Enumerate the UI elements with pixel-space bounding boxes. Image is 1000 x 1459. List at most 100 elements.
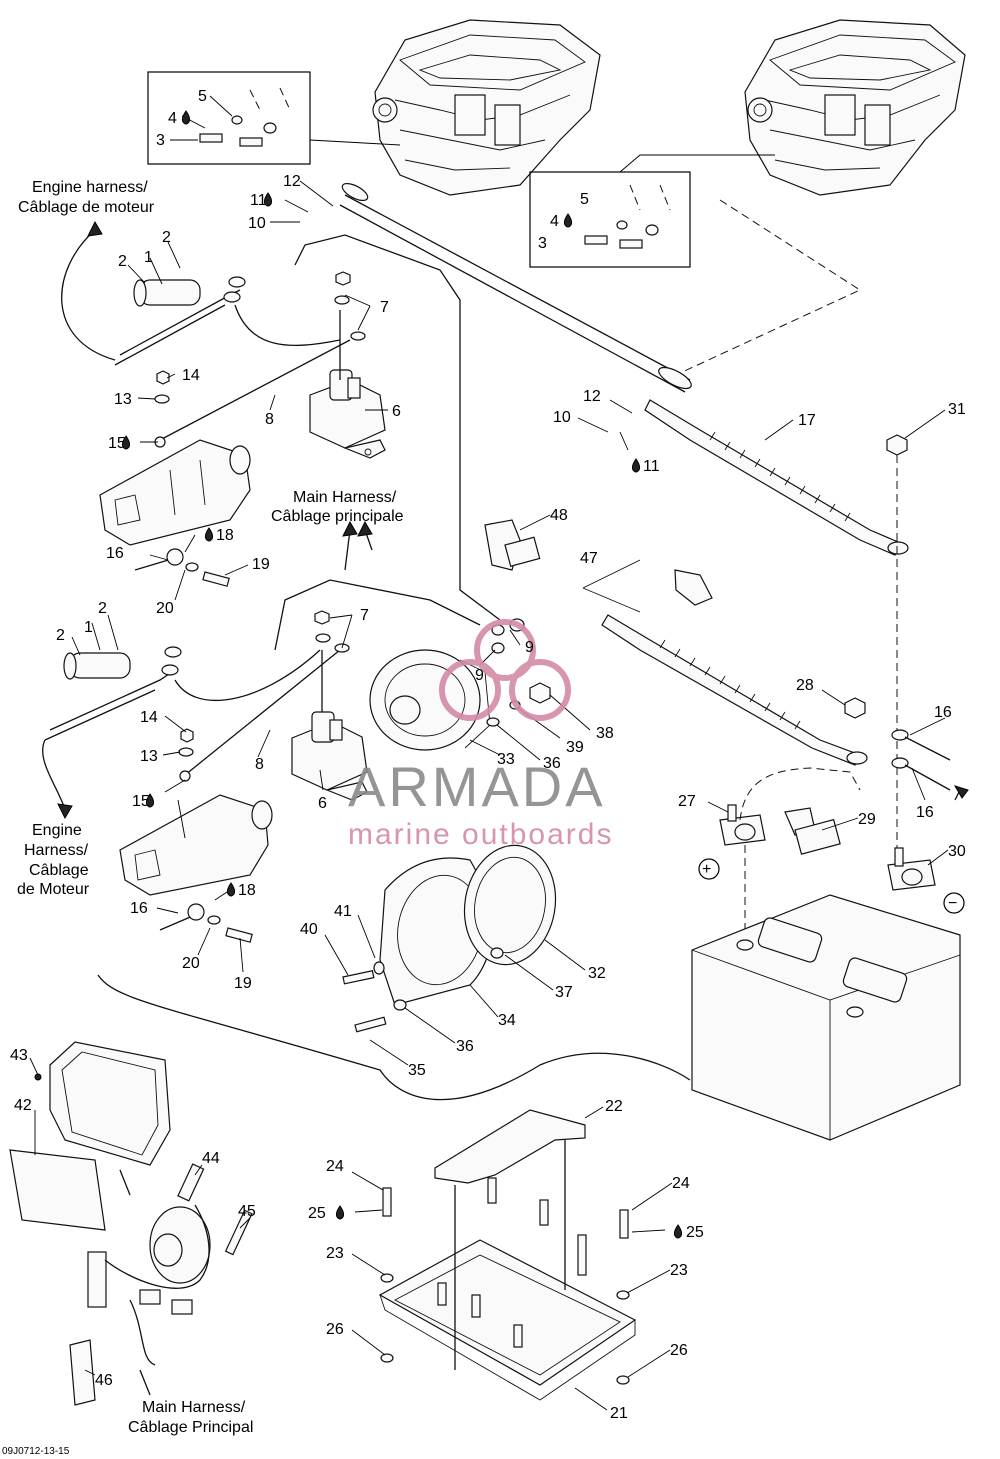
starter-motor-upper <box>99 439 251 546</box>
battery-leads-16 <box>891 729 951 791</box>
callout-47: 47 <box>580 550 598 567</box>
callout-6: 6 <box>318 795 327 812</box>
relay-harness-upper <box>114 276 341 366</box>
cable-8-upper <box>154 339 351 448</box>
main-harness-arrow-2 <box>344 529 351 571</box>
battery-cable-17 <box>644 399 909 556</box>
caption-engine-harness-top-2: Câblage de moteur <box>18 199 155 216</box>
positive-lead-dash <box>739 767 861 821</box>
battery <box>691 894 961 1141</box>
callout-5: 5 <box>198 88 207 105</box>
tray-fasteners <box>380 1187 630 1385</box>
drop-icon <box>673 1224 683 1239</box>
drawing-code: 09J0712-13-15 <box>2 1446 70 1457</box>
callout-2: 2 <box>162 229 171 246</box>
callout-41: 41 <box>334 903 352 920</box>
watermark-tagline: marine outboards <box>348 818 613 851</box>
positive-symbol: + <box>702 861 711 878</box>
callout-8: 8 <box>265 411 274 428</box>
drop-icon <box>145 793 155 808</box>
callout-39: 39 <box>566 739 584 756</box>
callout-7: 7 <box>380 299 389 316</box>
fuse-holder <box>87 1163 253 1366</box>
caption-engine-harness-left-2: Harness/ <box>24 842 89 859</box>
harness-wire-upper <box>294 234 501 621</box>
callout-17: 17 <box>798 412 816 429</box>
ground-path-line <box>664 199 862 381</box>
callout-8: 8 <box>255 756 264 773</box>
tray-rods <box>437 1140 587 1370</box>
callout-13: 13 <box>114 391 132 408</box>
callout-25: 25 <box>308 1205 326 1222</box>
callout-24: 24 <box>326 1158 344 1175</box>
drop-icon <box>204 527 214 542</box>
callout-18: 18 <box>216 527 234 544</box>
callout-15: 15 <box>132 793 150 810</box>
circuit-breaker <box>369 649 491 751</box>
watermark: ARMADA marine outboards <box>348 619 613 851</box>
callout-2: 2 <box>118 253 127 270</box>
callout-42: 42 <box>14 1097 32 1114</box>
callout-29: 29 <box>858 811 876 828</box>
drop-icon <box>121 435 131 450</box>
callout-35: 35 <box>408 1062 426 1079</box>
ground-terminal-lower <box>159 903 253 943</box>
leader-47-line <box>582 559 641 589</box>
fastener-inset-left <box>147 71 401 165</box>
callout-36: 36 <box>543 755 561 772</box>
callout-12: 12 <box>583 388 601 405</box>
callout-20: 20 <box>182 955 200 972</box>
caption-main-harness-mid-1: Main Harness/ <box>293 489 397 506</box>
callout-3: 3 <box>538 235 547 252</box>
terminals-9 <box>486 618 551 727</box>
gasket-32 <box>463 844 557 966</box>
assembly-arrow <box>119 1169 131 1196</box>
callout-4: 4 <box>550 213 559 230</box>
cable-8-lower <box>179 649 341 782</box>
callout-20: 20 <box>156 600 174 617</box>
connector-46 <box>69 1339 96 1406</box>
callout-21: 21 <box>610 1405 628 1422</box>
drop-icon <box>631 458 641 473</box>
caption-main-harness-bottom-1: Main Harness/ <box>142 1399 246 1416</box>
battery-nut-31 <box>886 434 908 860</box>
starter-motor-lower <box>119 794 273 896</box>
callout-19: 19 <box>252 556 270 573</box>
callout-12: 12 <box>283 173 301 190</box>
callout-10: 10 <box>553 409 571 426</box>
callout-13: 13 <box>140 748 158 765</box>
caption-engine-harness-left-3: Câblage <box>29 862 89 879</box>
terminal-cover-48 <box>484 519 541 571</box>
callout-2: 2 <box>56 627 65 644</box>
callout-18: 18 <box>238 882 256 899</box>
callout-43: 43 <box>10 1047 28 1064</box>
callout-16: 16 <box>934 704 952 721</box>
callout-16: 16 <box>130 900 148 917</box>
callout-30: 30 <box>948 843 966 860</box>
ground-terminal-upper <box>134 548 230 587</box>
solenoid-upper <box>309 310 386 459</box>
callout-33: 33 <box>497 751 515 768</box>
callout-34: 34 <box>498 1012 516 1029</box>
callout-40: 40 <box>300 921 318 938</box>
callout-26: 26 <box>326 1321 344 1338</box>
callout-28: 28 <box>796 677 814 694</box>
battery-clamp-negative <box>887 847 936 891</box>
caption-main-harness-bottom-2: Câblage Principal <box>128 1419 253 1436</box>
drop-icons <box>121 110 683 1239</box>
terminal-cover-29 <box>784 807 841 855</box>
hold-down-bracket-22 <box>434 1109 586 1184</box>
callout-19: 19 <box>234 975 252 992</box>
callout-25: 25 <box>686 1224 704 1241</box>
small-nuts-lower <box>178 610 350 757</box>
callout-5: 5 <box>580 191 589 208</box>
callout-45: 45 <box>238 1203 256 1220</box>
battery-cable-47 <box>601 614 868 766</box>
callout-15: 15 <box>108 435 126 452</box>
engine-illustration-left <box>372 19 601 196</box>
callout-11: 11 <box>250 192 267 209</box>
caption-engine-harness-top-1: Engine harness/ <box>32 179 148 196</box>
fuse-box-cover <box>49 1041 171 1166</box>
callout-23: 23 <box>326 1245 344 1262</box>
